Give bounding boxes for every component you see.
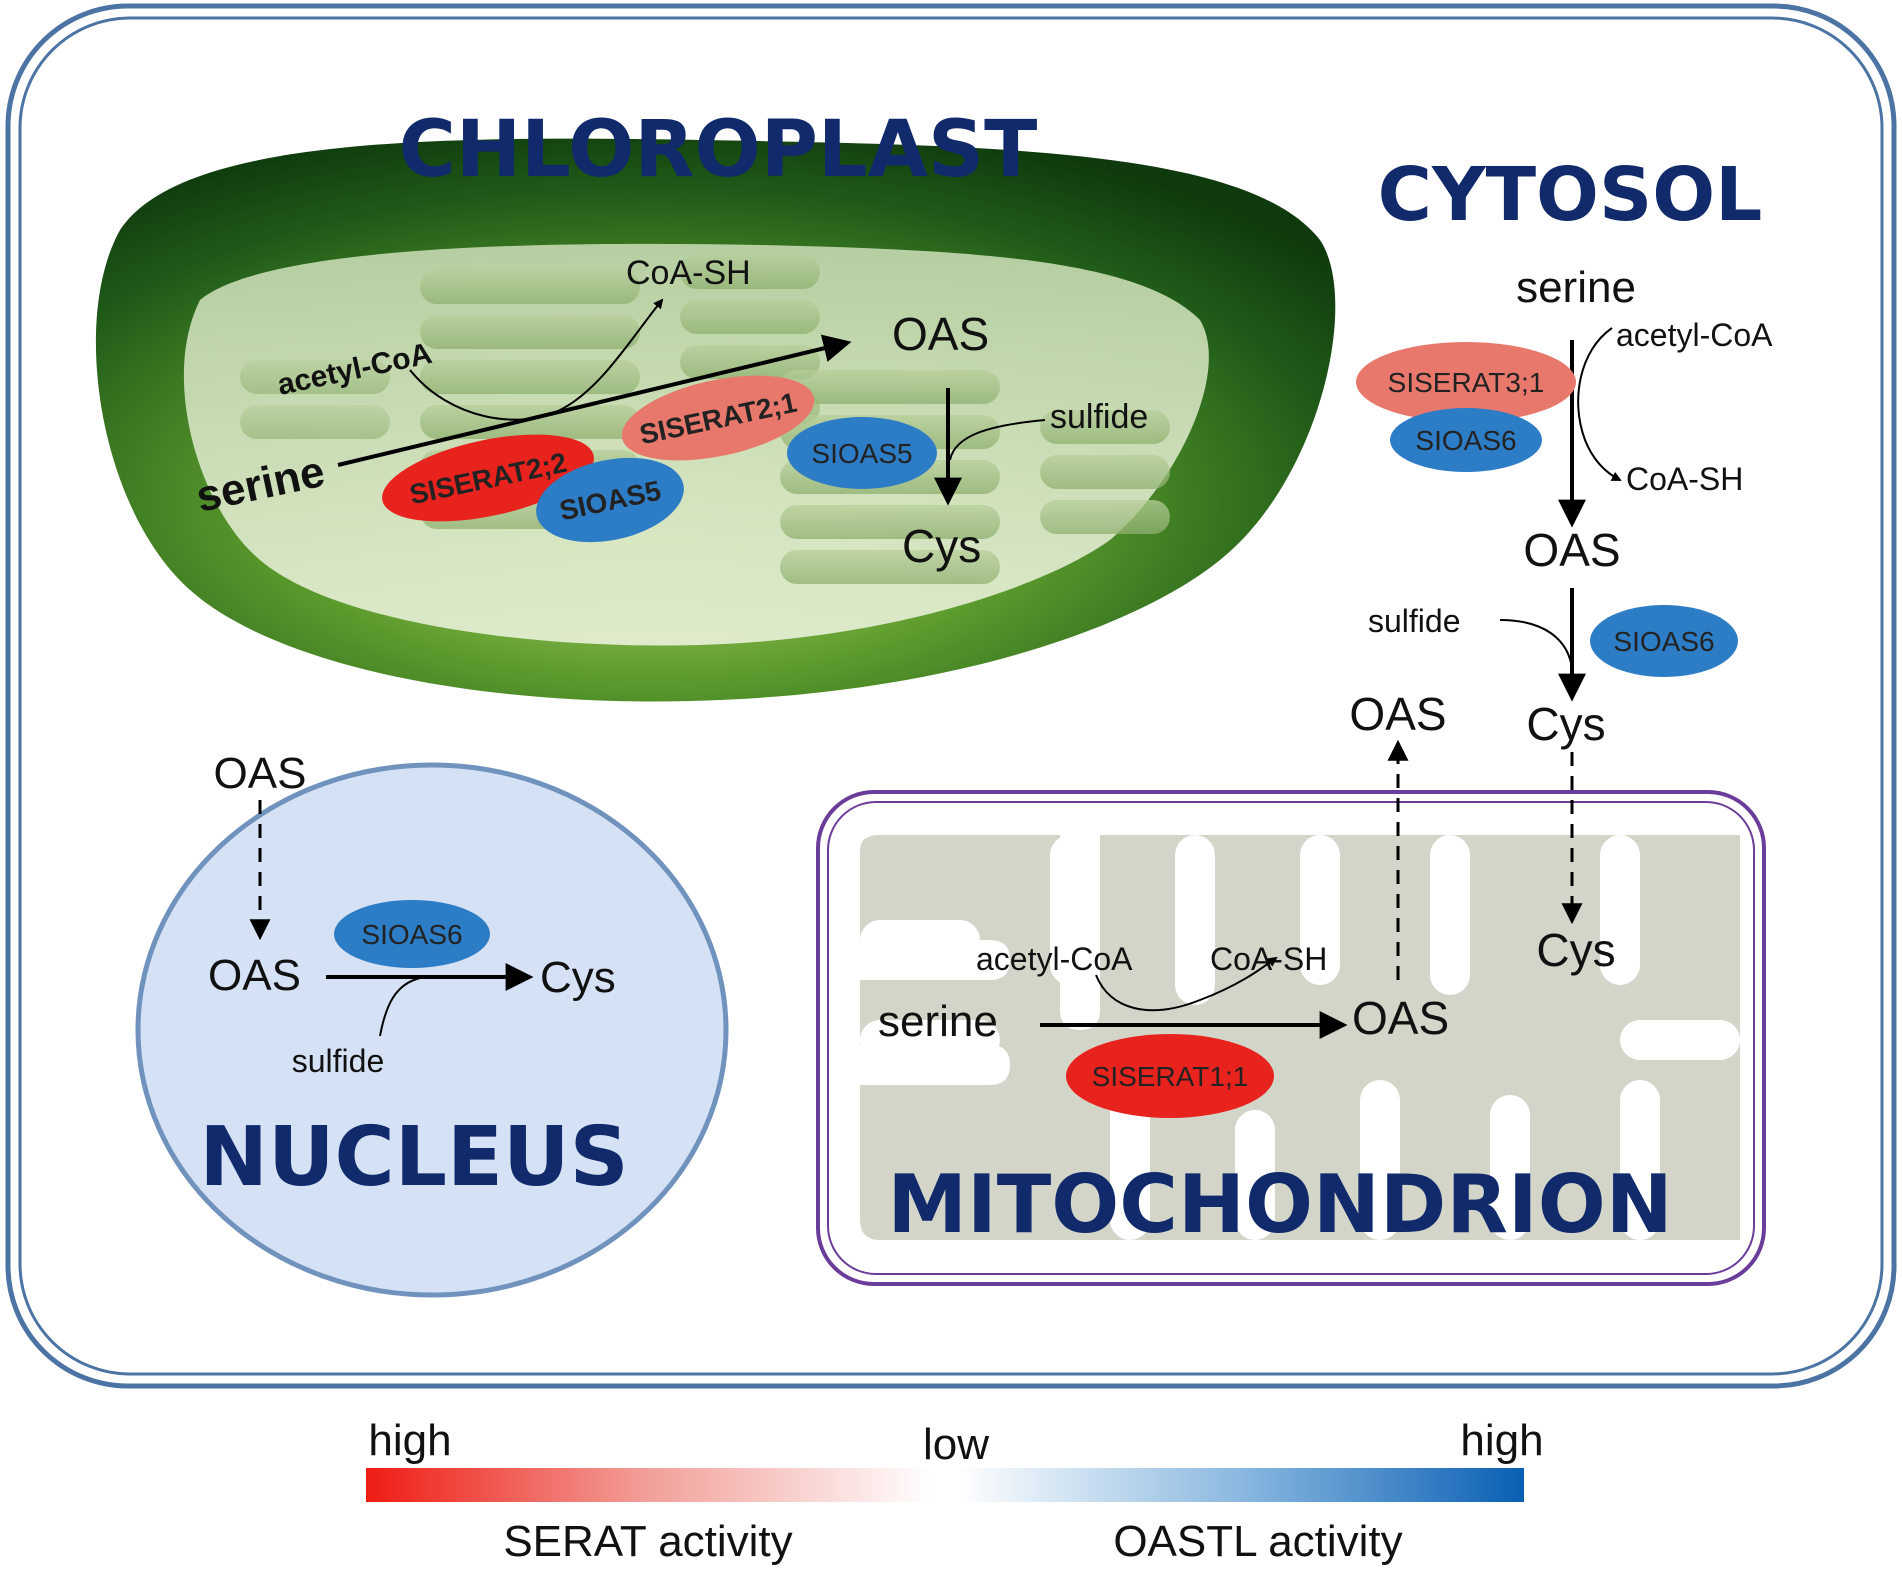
nucleus-oas6-enzyme: SIOAS6 [334, 900, 490, 968]
cytosol-sulfide-curve [1499, 619, 1573, 669]
svg-text:SISERAT3;1: SISERAT3;1 [1388, 367, 1545, 398]
cytosol-coa-sh-label: CoA-SH [1626, 461, 1743, 497]
mito-serat1-1-enzyme: SISERAT1;1 [1066, 1034, 1274, 1118]
svg-text:SIOAS6: SIOAS6 [1613, 626, 1714, 657]
chloro-oas5-enzyme-a: SIOAS5 [536, 457, 684, 543]
mitochondrion-crista-gaps [860, 835, 1740, 1240]
chloro-serine-to-oas-arrow [337, 334, 852, 467]
cell-outer-border [5, 3, 1897, 1389]
chloro-sulfide-label: sulfide [1050, 398, 1148, 436]
legend-oastl-activity: OASTL activity [1113, 1517, 1402, 1566]
cytosol-serine-label: serine [1516, 263, 1636, 312]
cytosol-oas-label: OAS [1523, 524, 1620, 576]
cytosol-sulfide-label: sulfide [1368, 603, 1461, 639]
cytosol-oas6-enzyme-b: SIOAS6 [1590, 605, 1738, 677]
nucleus-cys-label: Cys [540, 953, 616, 1002]
mito-coa-sh-label: CoA-SH [1210, 941, 1327, 977]
legend-serat-activity: SERAT activity [503, 1517, 792, 1566]
chloro-oas-label: OAS [892, 308, 989, 360]
nucleus-sulfide-label: sulfide [292, 1043, 385, 1079]
mitochondrion: acetyl-CoA CoA-SH serine OAS Cys SISERAT… [816, 790, 1766, 1286]
chloroplast-title: CHLOROPLAST [399, 105, 1038, 195]
chloro-oas5-enzyme-b: SIOAS5 [787, 417, 937, 489]
cytosol-acetyl-coa-label: acetyl-CoA [1616, 317, 1773, 353]
cytosol: CYTOSOL serine acetyl-CoA CoA-SH SISERAT… [1349, 152, 1773, 750]
cell-inner-border [18, 16, 1884, 1376]
chloro-coa-sh-label: CoA-SH [626, 254, 751, 292]
svg-text:SIOAS5: SIOAS5 [811, 438, 912, 469]
legend-low: low [923, 1420, 989, 1469]
grana-stack-5 [240, 360, 390, 439]
nucleus-body [135, 762, 729, 1298]
svg-text:SISERAT1;1: SISERAT1;1 [1092, 1061, 1249, 1092]
mitochondrion-inner-membrane [827, 801, 1755, 1275]
mito-cys-label: Cys [1536, 924, 1615, 976]
grana-stack-4 [1040, 410, 1170, 534]
chloro-cys-label: Cys [902, 520, 981, 572]
mito-serine-label: serine [878, 997, 998, 1046]
cytosol-title: CYTOSOL [1378, 152, 1763, 238]
mito-oas-label: OAS [1352, 992, 1449, 1044]
serat-activity-scale [366, 1468, 932, 1502]
chloro-sulfide-curve [949, 419, 1046, 461]
chloroplast: CHLOROPLAST CoA-SH acetyl-CoA OAS sulfid… [95, 105, 1336, 702]
svg-text:SIOAS6: SIOAS6 [361, 919, 462, 950]
activity-legend: high low high SERAT activity OASTL activ… [366, 1416, 1544, 1566]
cytosol-oas6-enzyme-a: SIOAS6 [1390, 408, 1542, 472]
nucleus-title: NUCLEUS [199, 1110, 628, 1205]
oastl-activity-scale [958, 1468, 1524, 1502]
mitochondrion-title: MITOCHONDRION [887, 1158, 1672, 1251]
legend-high-left: high [368, 1416, 451, 1465]
cytosol-serat3-1-enzyme: SISERAT3;1 [1356, 342, 1576, 422]
chloro-serat2-1-enzyme: SISERAT2;1 [621, 375, 815, 461]
svg-text:SIOAS6: SIOAS6 [1415, 425, 1516, 456]
mito-acetyl-coa-label: acetyl-CoA [976, 941, 1133, 977]
nucleus-oas-in-label: OAS [214, 749, 307, 798]
legend-high-right: high [1460, 1416, 1543, 1465]
cytosol-oas-export-label: OAS [1349, 688, 1446, 740]
nucleus: OAS OAS Cys sulfide SIOAS6 NUCLEUS [135, 749, 729, 1298]
cytosol-cys-label: Cys [1526, 698, 1605, 750]
nucleus-oas-label: OAS [208, 951, 301, 1000]
mito-acetylcoa-curve [1095, 956, 1278, 1012]
cytosol-acetylcoa-curve [1577, 327, 1622, 481]
chloro-acetylcoa-curve [409, 298, 664, 421]
nucleus-sulfide-curve [379, 977, 421, 1037]
